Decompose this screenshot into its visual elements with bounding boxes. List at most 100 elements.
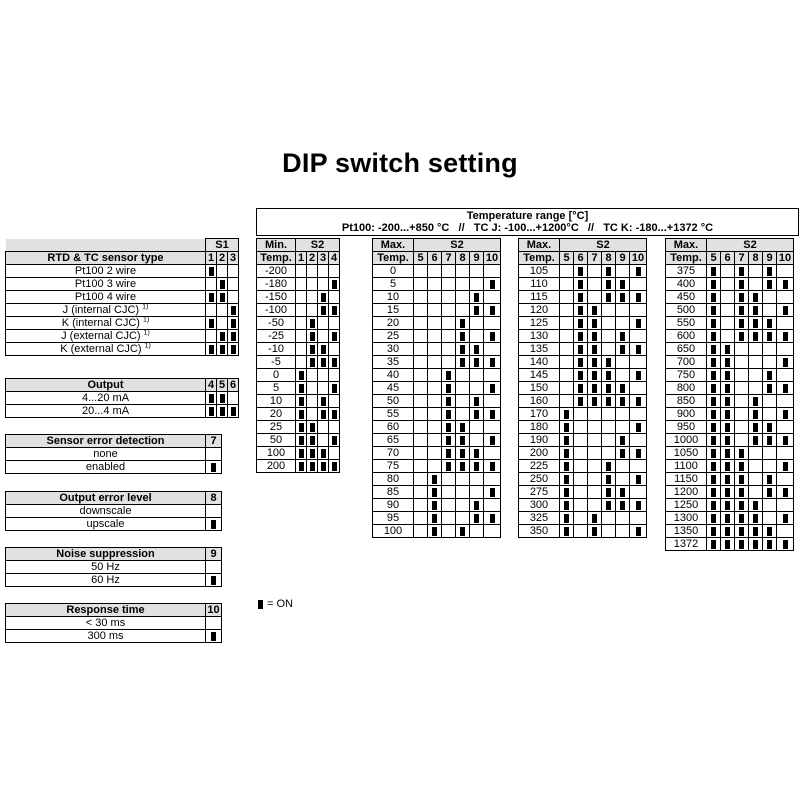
table-row: 300 ms: [5, 629, 222, 643]
on-marker-icon: [460, 526, 465, 536]
on-marker-icon: [564, 461, 569, 471]
on-marker-icon: [432, 487, 437, 497]
temp-value: 800: [665, 381, 707, 395]
switch-cell: [775, 394, 795, 408]
temp-value: -180: [256, 277, 296, 291]
page-title: DIP switch setting: [282, 148, 518, 178]
switch-cell: [706, 342, 721, 356]
on-marker-icon: [635, 526, 641, 536]
on-marker-icon: [725, 500, 730, 510]
switch-cell: [573, 368, 588, 382]
switch-cell: [469, 264, 484, 278]
on-marker-icon: [309, 344, 315, 354]
switch-cell: [615, 446, 630, 460]
switch-cell: [748, 446, 763, 460]
switch-cell: [615, 407, 630, 421]
switch-cell: [469, 407, 484, 421]
on-marker-icon: [753, 318, 758, 328]
on-marker-icon: [606, 461, 611, 471]
switch-cell: [427, 316, 442, 330]
switch-cell: [306, 355, 318, 369]
temp-value: 120: [518, 303, 560, 317]
switch-cell: [559, 459, 574, 473]
footnote-marker: 1): [142, 303, 149, 311]
on-marker-icon: [320, 357, 326, 367]
switch-cell: [295, 394, 307, 408]
table-row: 200: [256, 459, 341, 473]
on-marker-icon: [739, 487, 744, 497]
on-marker-icon: [474, 357, 479, 367]
table-row: 275: [518, 485, 648, 499]
switch-cell: [748, 303, 763, 317]
on-marker-icon: [298, 383, 304, 393]
switch-cell: [748, 420, 763, 434]
switch-cell: [205, 460, 222, 474]
switch-cell: [295, 433, 307, 447]
on-marker-icon: [309, 448, 315, 458]
table-row: Pt100 2 wire: [5, 264, 240, 278]
temp-value: 1150: [665, 472, 707, 486]
switch-cell: [216, 277, 228, 291]
switch-cell: [573, 485, 588, 499]
switch-cell: [720, 498, 735, 512]
switch-cell: [720, 316, 735, 330]
table-row: 20: [372, 316, 502, 330]
on-marker-icon: [309, 357, 315, 367]
on-marker-icon: [767, 266, 772, 276]
switch-cell: [455, 433, 470, 447]
legend-text: = ON: [267, 598, 293, 610]
temp-value: 30: [372, 342, 414, 356]
temp-value: -100: [256, 303, 296, 317]
on-marker-icon: [782, 513, 788, 523]
on-marker-icon: [635, 396, 641, 406]
switch-cell: [601, 303, 616, 317]
table-row: 1100: [665, 459, 795, 473]
on-marker-icon: [635, 292, 641, 302]
switch-cell: [413, 472, 428, 486]
switch-cell: [615, 381, 630, 395]
table-row: 45: [372, 381, 502, 395]
on-marker-icon: [298, 435, 304, 445]
on-marker-icon: [592, 513, 597, 523]
switch-cell: [748, 472, 763, 486]
on-marker-icon: [725, 526, 730, 536]
temp-value: 50: [256, 433, 296, 447]
switch-cell: [441, 394, 456, 408]
switch-cell: [427, 498, 442, 512]
on-marker-icon: [725, 474, 730, 484]
footnote-marker: 1): [143, 316, 150, 324]
temp-value: 450: [665, 290, 707, 304]
switch-cell: [482, 381, 502, 395]
switch-cell: [775, 511, 795, 525]
on-marker-icon: [711, 448, 716, 458]
switch-cell: [734, 303, 749, 317]
switch-position: 9: [615, 251, 630, 265]
switch-cell: [628, 459, 648, 473]
switch-cell: [628, 316, 648, 330]
temp-value: 25: [372, 329, 414, 343]
on-marker-icon: [725, 383, 730, 393]
switch-cell: [559, 394, 574, 408]
on-marker-icon: [219, 393, 225, 403]
switch-cell: [734, 277, 749, 291]
switch-cell: [455, 290, 470, 304]
switch-cell: [441, 407, 456, 421]
switch-position: 8: [748, 251, 763, 265]
on-marker-icon: [258, 599, 263, 609]
footnote-marker: 1): [143, 329, 150, 337]
table-row: 950: [665, 420, 795, 434]
on-marker-icon: [606, 474, 611, 484]
switch-cell: [706, 524, 721, 538]
switch-cell: [455, 277, 470, 291]
switch-cell: [615, 472, 630, 486]
switch-cell: [441, 342, 456, 356]
on-marker-icon: [230, 344, 236, 354]
on-marker-icon: [211, 575, 216, 585]
switch-cell: [427, 420, 442, 434]
switch-cell: [706, 264, 721, 278]
on-marker-icon: [753, 331, 758, 341]
temp-value: 80: [372, 472, 414, 486]
table-row: -100: [256, 303, 341, 317]
switch-cell: [216, 342, 228, 356]
